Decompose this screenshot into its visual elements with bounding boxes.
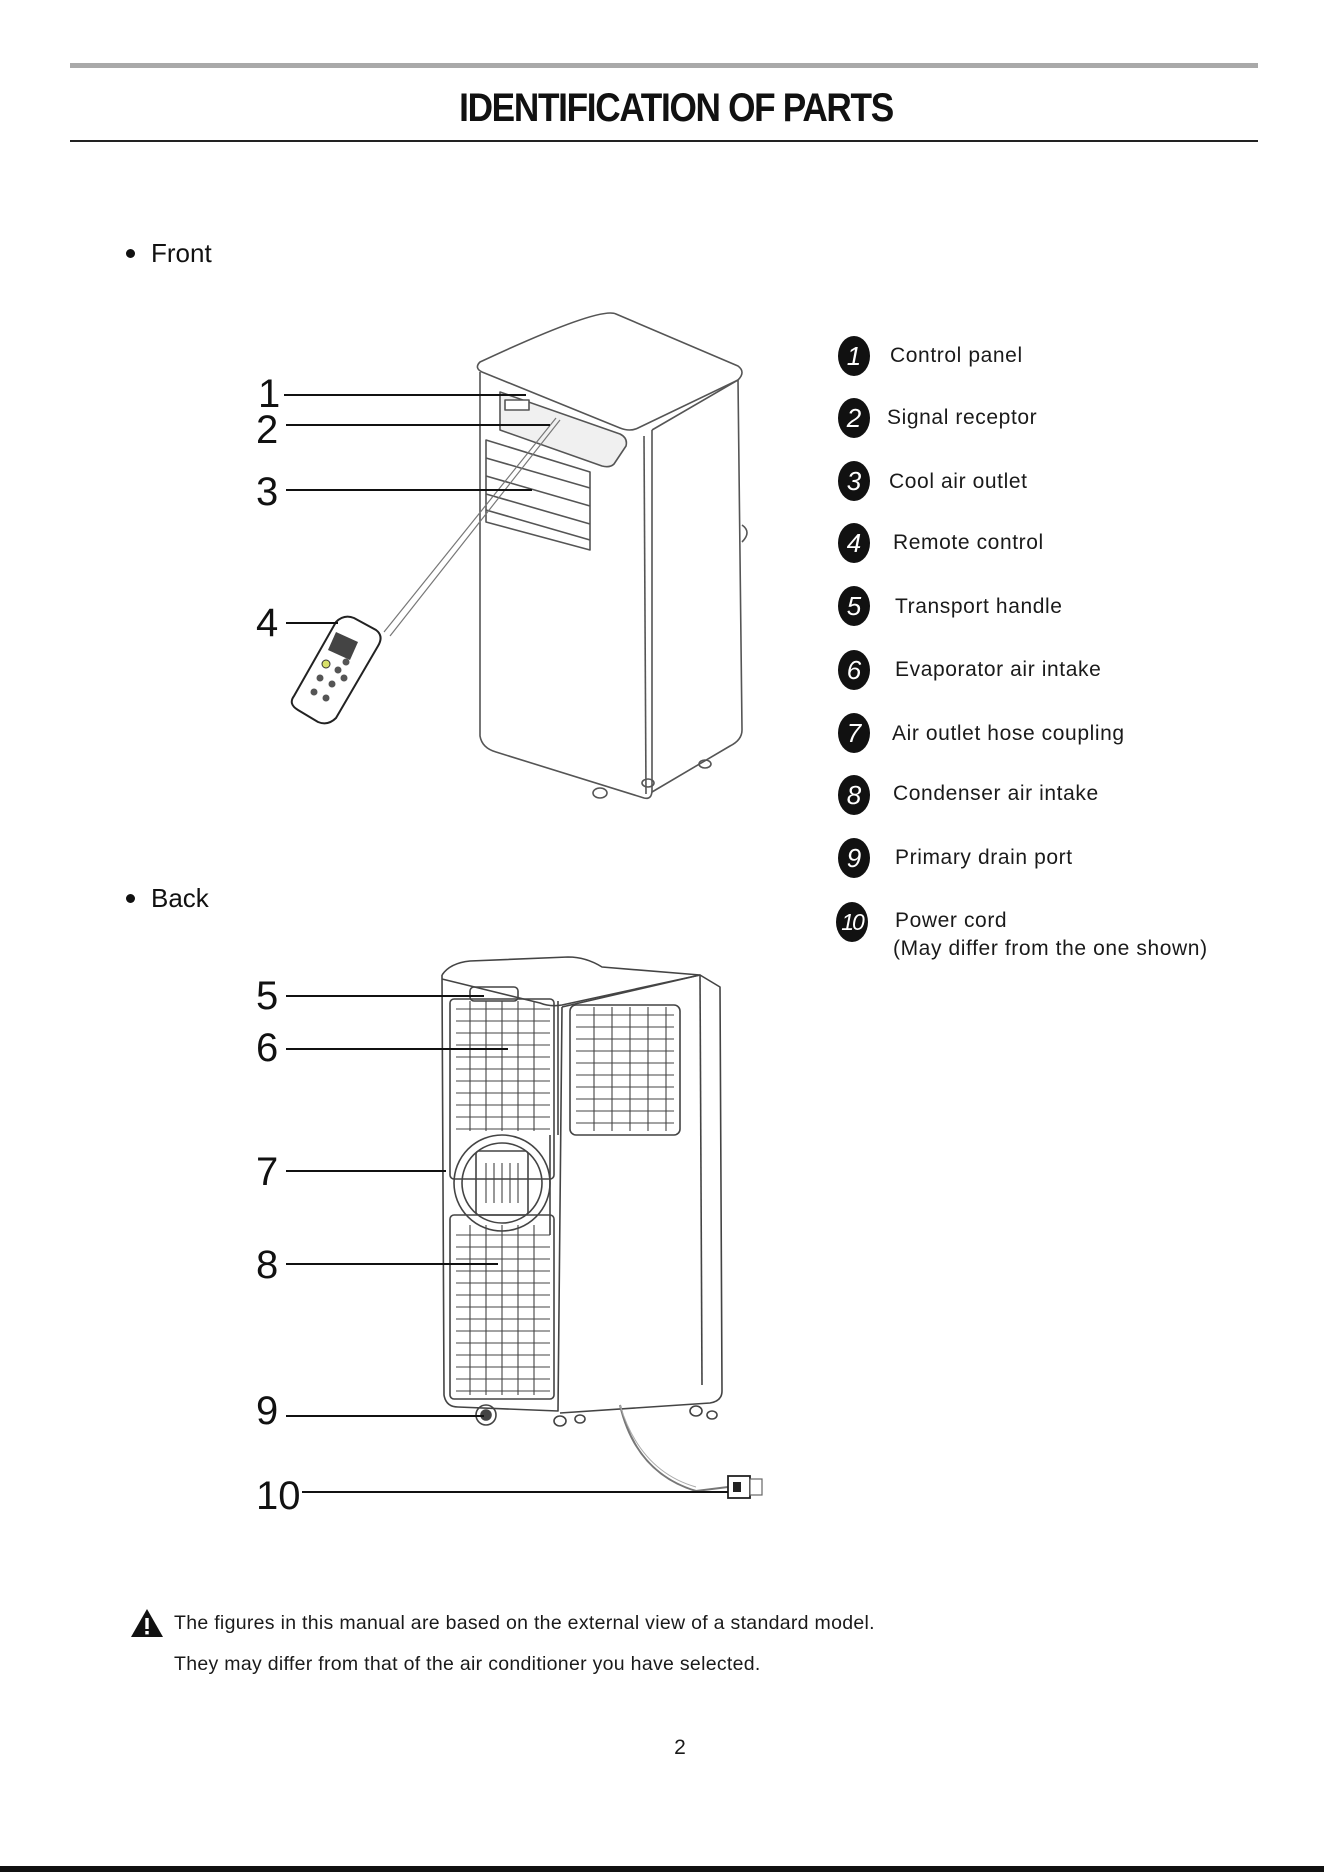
part-number-badge: 4 <box>838 523 870 563</box>
callout-leader-line <box>286 1415 484 1417</box>
section-front-label: Front <box>151 238 212 268</box>
callout-number: 5 <box>256 976 278 1016</box>
part-number-badge: 8 <box>838 775 870 815</box>
callout-number: 3 <box>256 472 278 512</box>
page-title: IDENTIFICATION OF PARTS <box>81 86 1271 131</box>
part-label: Condenser air intake <box>893 780 1099 807</box>
part-number-badge: 7 <box>838 713 870 753</box>
part-number-badge: 6 <box>838 650 870 690</box>
part-label: Evaporator air intake <box>895 656 1101 683</box>
callout-leader-line <box>302 1491 728 1493</box>
callout-number: 7 <box>256 1152 278 1192</box>
callout-leader-line <box>286 622 338 624</box>
callout-leader-line <box>286 1170 446 1172</box>
callout-leader-line <box>286 995 484 997</box>
callout-number: 6 <box>256 1028 278 1068</box>
remote-control-drawing <box>292 617 381 724</box>
bullet-icon <box>126 249 135 258</box>
part-number-badge: 3 <box>838 461 870 501</box>
callout-number: 2 <box>256 410 278 450</box>
part-label: Transport handle <box>895 593 1063 620</box>
back-unit-illustration <box>410 945 780 1505</box>
callout-number: 8 <box>256 1245 278 1285</box>
page-bottom-bar <box>0 1866 1324 1872</box>
section-back: Back <box>126 883 209 914</box>
notice-line-2: They may differ from that of the air con… <box>174 1653 761 1676</box>
part-label: Cool air outlet <box>889 468 1028 495</box>
front-unit-illustration <box>260 300 780 820</box>
part-note: (May differ from the one shown) <box>893 935 1208 962</box>
part-label: Primary drain port <box>895 844 1073 871</box>
notice-line-1: The figures in this manual are based on … <box>174 1612 875 1635</box>
header-rule-bottom <box>70 140 1258 142</box>
part-number-badge: 1 <box>838 336 870 376</box>
part-label: Power cord <box>895 907 1007 934</box>
part-label: Control panel <box>890 342 1023 369</box>
section-back-label: Back <box>151 883 209 913</box>
callout-leader-line <box>286 1263 498 1265</box>
bullet-icon <box>126 894 135 903</box>
section-front: Front <box>126 238 212 269</box>
callout-leader-line <box>284 394 526 396</box>
callout-leader-line <box>286 1048 508 1050</box>
part-number-badge: 9 <box>838 838 870 878</box>
header-rule-top <box>70 63 1258 68</box>
page-number: 2 <box>0 1736 1324 1760</box>
grille-pattern <box>456 1001 674 1395</box>
callout-number: 9 <box>256 1391 278 1431</box>
part-label: Remote control <box>893 529 1044 556</box>
part-number-badge: 2 <box>838 398 870 438</box>
part-label: Air outlet hose coupling <box>892 720 1125 747</box>
part-label: Signal receptor <box>887 404 1037 431</box>
callout-number: 10 <box>256 1476 301 1516</box>
part-number-badge: 10 <box>836 902 868 942</box>
callout-number: 4 <box>256 603 278 643</box>
callout-leader-line <box>286 489 532 491</box>
callout-leader-line <box>286 424 550 426</box>
part-number-badge: 5 <box>838 586 870 626</box>
warning-triangle-icon <box>130 1608 164 1638</box>
